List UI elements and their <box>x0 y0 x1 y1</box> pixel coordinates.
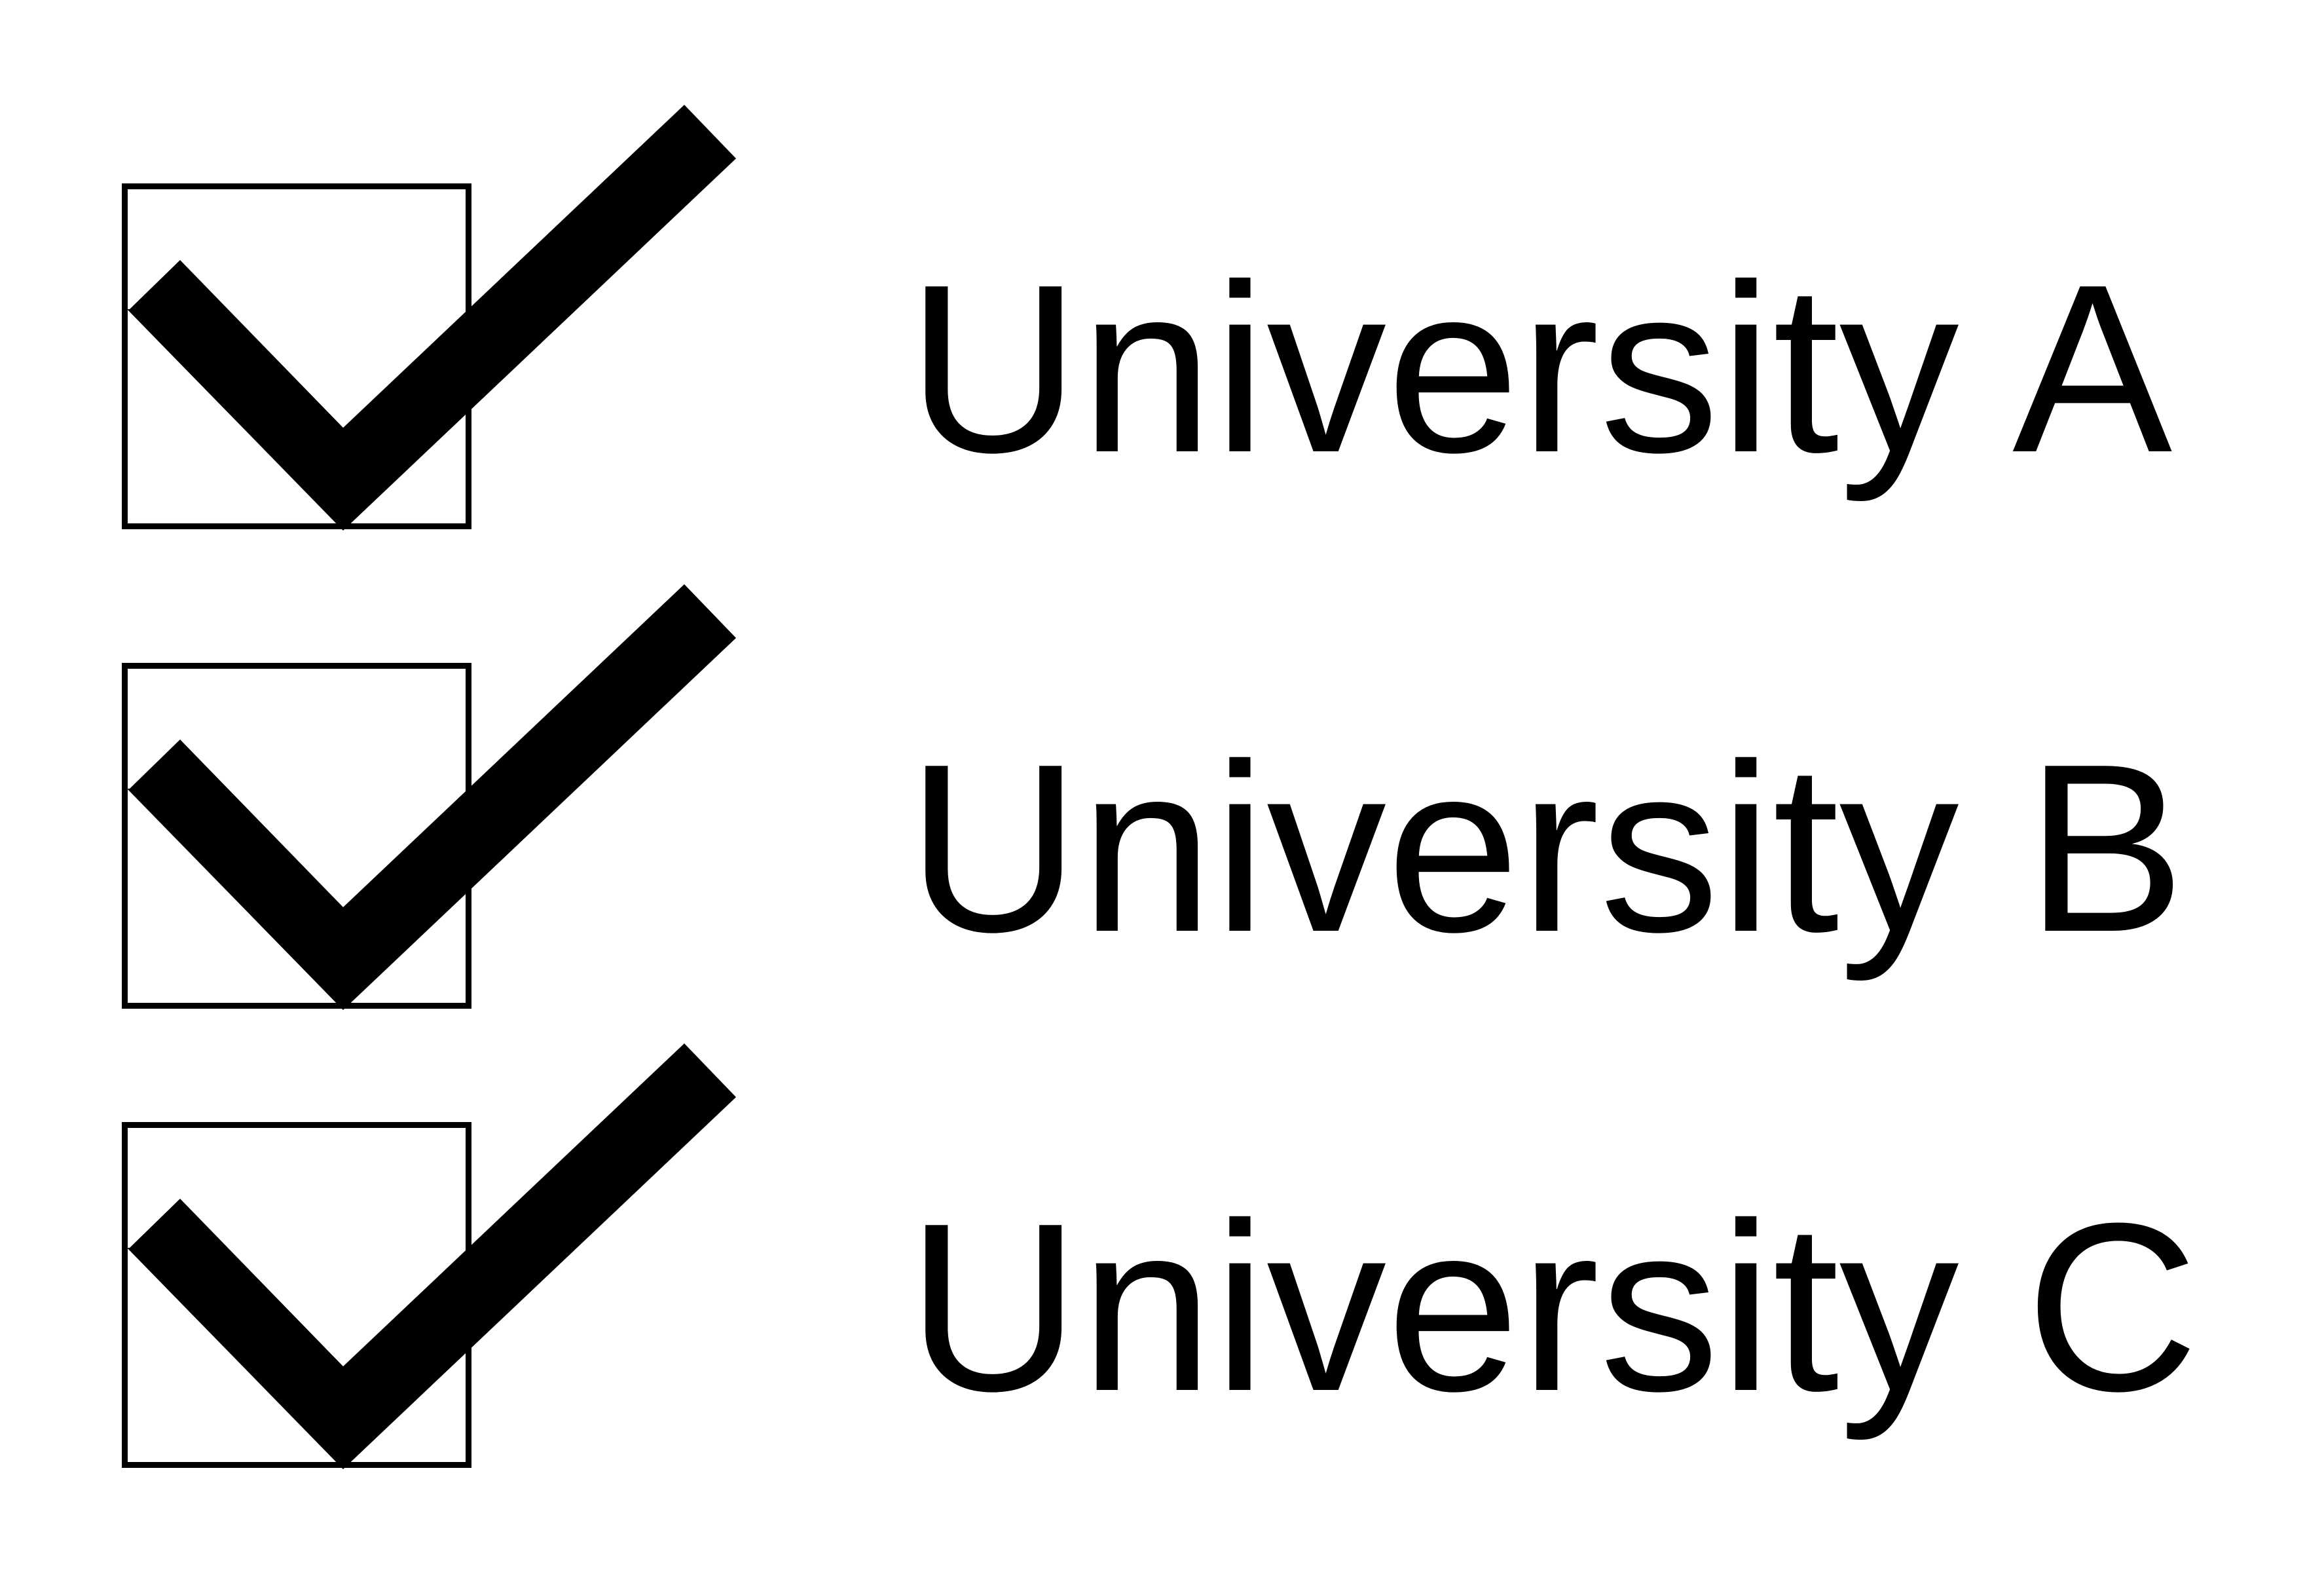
option-label: University A <box>907 234 2173 502</box>
checklist-item-university-c[interactable]: University C <box>0 939 2324 1469</box>
checklist-item-university-b[interactable]: University B <box>0 479 2324 1010</box>
option-label: University C <box>907 1173 2199 1441</box>
checkbox-icon[interactable] <box>122 1122 471 1468</box>
checkbox-icon[interactable] <box>122 183 471 529</box>
checklist-item-university-a[interactable]: University A <box>0 0 2324 531</box>
option-label: University B <box>907 714 2186 982</box>
